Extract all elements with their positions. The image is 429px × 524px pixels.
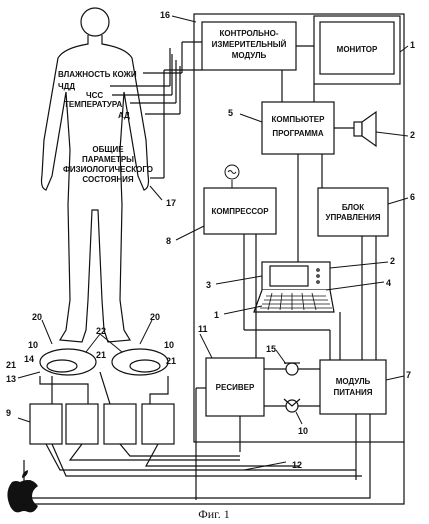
speaker-icon	[353, 110, 377, 148]
general-params-label-2: ПАРАМЕТРЫ	[82, 155, 134, 164]
sensor-leads	[110, 41, 202, 179]
ref-21a: 21	[6, 360, 16, 370]
ref-21c: 21	[166, 356, 176, 366]
ref-2b: 2	[390, 256, 395, 266]
leader-lines	[17, 15, 409, 471]
chamber-2	[65, 403, 99, 445]
figure-caption: Фиг. 1	[198, 507, 229, 521]
receiver-label: РЕСИВЕР	[216, 383, 255, 392]
ref-1a: 1	[410, 40, 415, 50]
power-module-label-1: МОДУЛЬ	[336, 377, 371, 386]
control-unit-box	[317, 187, 389, 237]
ref-22: 22	[96, 326, 106, 336]
control-unit-label-2: УПРАВЛЕНИЯ	[326, 213, 381, 222]
ref-8: 8	[166, 236, 171, 246]
power-module-box	[319, 359, 387, 415]
monitor-screen	[319, 21, 395, 75]
ref-13: 13	[6, 374, 16, 384]
receiver-box	[205, 357, 265, 417]
monitor-label: МОНИТОР	[337, 45, 378, 54]
gauge-icon	[224, 164, 240, 188]
valve-15	[284, 362, 300, 376]
apple-logo	[7, 470, 38, 513]
general-params-label-3: ФИЗИОЛОГИЧЕСКОГО	[63, 165, 153, 174]
power-module-label-2: ПИТАНИЯ	[334, 388, 373, 397]
ref-10c: 10	[298, 426, 308, 436]
control-module-label-2: ИЗМЕРИТЕЛЬНЫЙ	[212, 40, 287, 49]
human-silhouette	[40, 7, 150, 343]
system-frame	[193, 13, 405, 443]
ref-7: 7	[406, 370, 411, 380]
ref-16: 16	[160, 10, 170, 20]
compressor-box	[203, 187, 277, 235]
ref-10a: 10	[28, 340, 38, 350]
control-module-label-3: МОДУЛЬ	[232, 51, 267, 60]
general-params-label-4: СОСТОЯНИЯ	[82, 175, 133, 184]
chamber-1	[29, 403, 63, 445]
chamber-4	[141, 403, 175, 445]
skin-humidity-label: ВЛАЖНОСТЬ КОЖИ	[58, 70, 137, 79]
general-params-label-1: ОБЩИЕ	[92, 145, 124, 154]
ref-5: 5	[228, 108, 233, 118]
computer-label-2: ПРОГРАММА	[272, 129, 323, 138]
computer-label-1: КОМПЬЮТЕР	[272, 115, 326, 124]
ref-11: 11	[198, 324, 208, 334]
ref-20a: 20	[32, 312, 42, 322]
ref-17: 17	[166, 198, 176, 208]
ref-3: 3	[206, 280, 211, 290]
left-foot	[39, 348, 97, 376]
compressor-label: КОМПРЕССОР	[211, 207, 269, 216]
ref-2a: 2	[410, 130, 415, 140]
valve-10	[283, 398, 301, 413]
ref-9: 9	[6, 408, 11, 418]
control-module-box	[201, 21, 297, 71]
ref-21b: 21	[96, 350, 106, 360]
ref-1b: 1	[214, 310, 219, 320]
ref-20b: 20	[150, 312, 160, 322]
heart-rate-label: ЧСС	[86, 91, 103, 100]
ref-6: 6	[410, 192, 415, 202]
computer-box	[261, 101, 335, 155]
ref-12: 12	[292, 460, 302, 470]
blood-pressure-label: АД	[118, 111, 130, 120]
ref-10b: 10	[164, 340, 174, 350]
terminal-device	[253, 261, 335, 313]
control-module-label-1: КОНТРОЛЬНО-	[219, 29, 278, 38]
control-unit-label-1: БЛОК	[342, 203, 364, 212]
chamber-3	[103, 403, 137, 445]
ref-15: 15	[266, 344, 276, 354]
resp-rate-label: ЧДД	[58, 82, 75, 91]
interconnect-lines	[196, 45, 377, 492]
right-foot	[111, 348, 169, 376]
ref-4: 4	[386, 278, 391, 288]
temperature-label: ТЕМПЕРАТУРА	[64, 100, 122, 109]
ref-14: 14	[24, 354, 34, 364]
